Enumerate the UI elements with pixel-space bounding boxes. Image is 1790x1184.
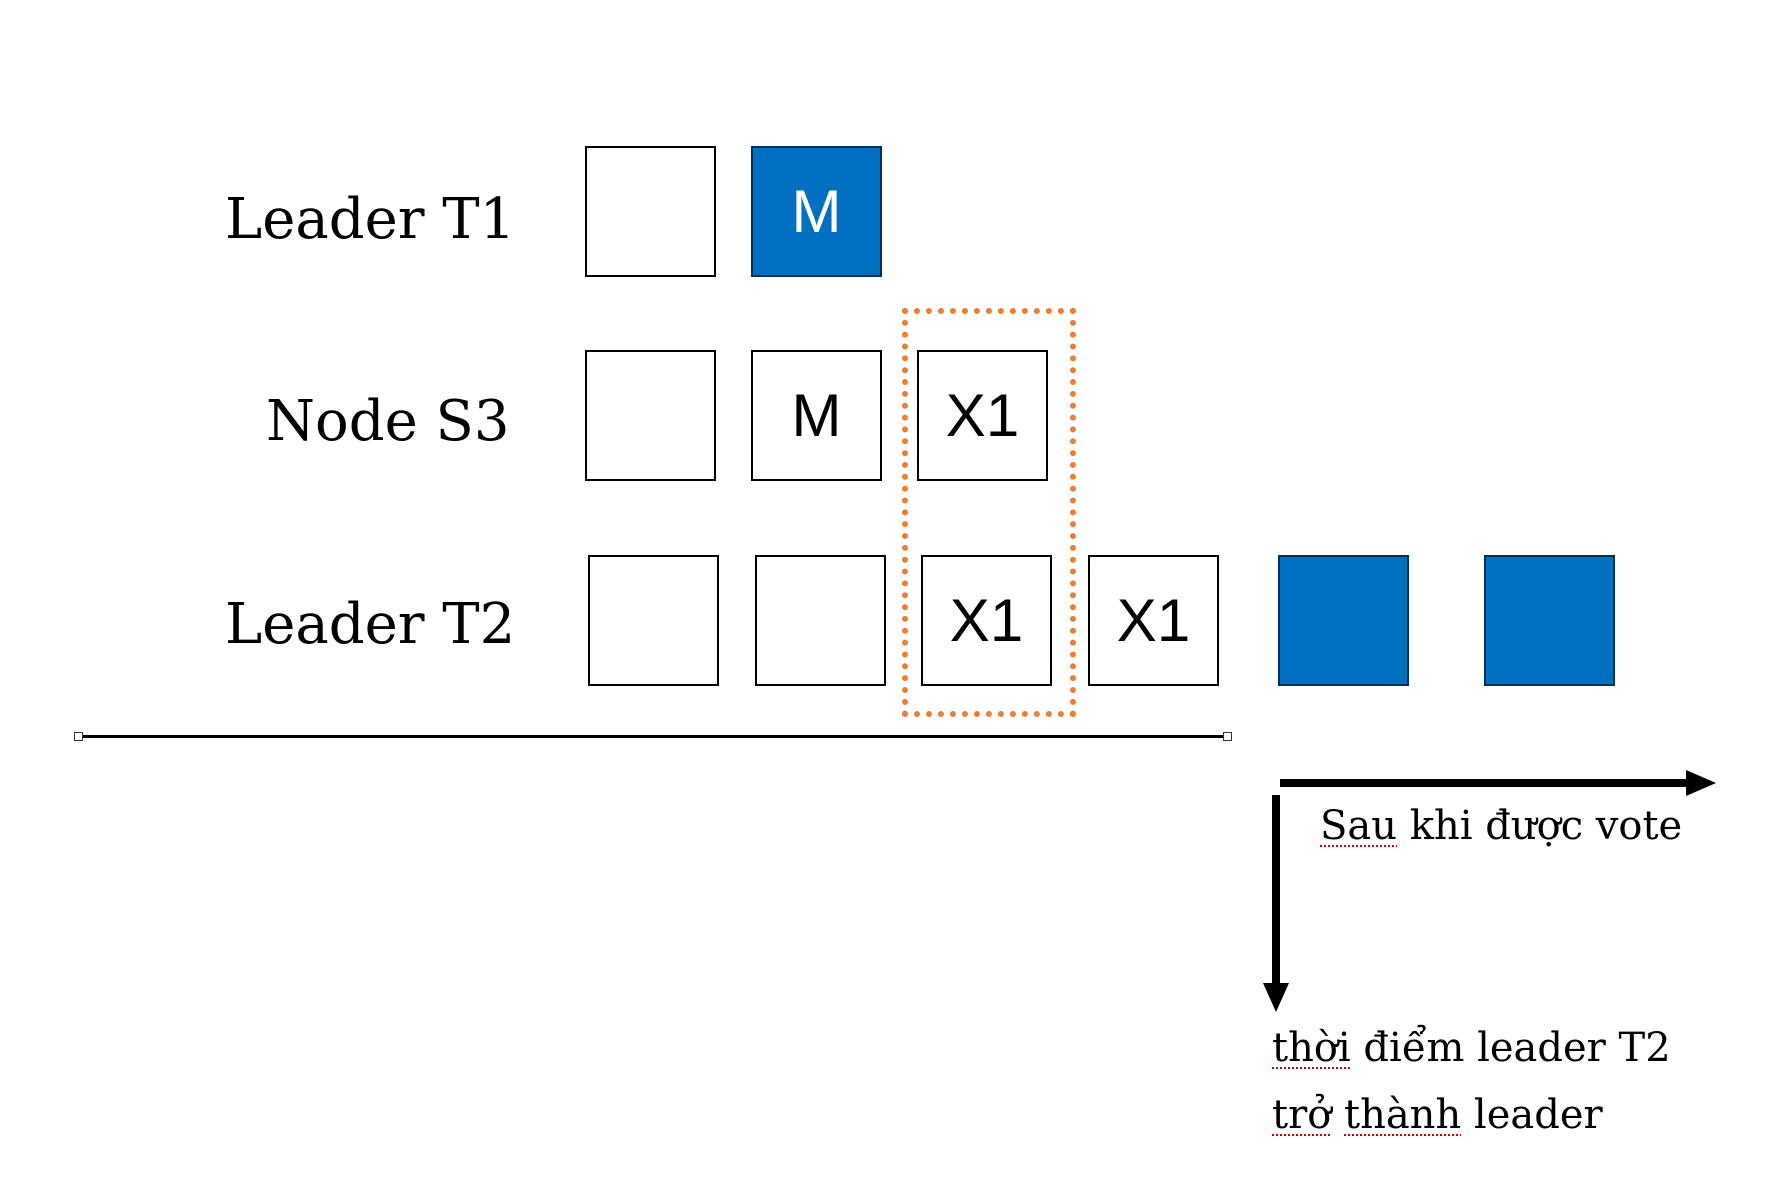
after-vote-rest: khi được vote xyxy=(1397,803,1683,849)
leader-moment-line2: trở thành leader xyxy=(1272,1095,1603,1135)
leader-moment-line2-mid xyxy=(1331,1092,1344,1138)
after-vote-label: Sau khi được vote xyxy=(1320,806,1682,846)
leader-moment-line1: thời điểm leader T2 xyxy=(1272,1028,1671,1068)
down-arrow-icon xyxy=(1263,795,1289,1012)
log-entry-text: M xyxy=(791,382,842,449)
after-vote-prefix: Sau xyxy=(1320,803,1398,849)
log-entry-cell xyxy=(585,350,716,481)
log-entry-cell xyxy=(1484,555,1615,686)
x1-highlight-box xyxy=(902,308,1076,717)
log-entry-cell: M xyxy=(751,146,882,277)
right-arrow-icon xyxy=(1280,770,1716,796)
log-entry-text: X1 xyxy=(945,382,1020,449)
log-entry-text: M xyxy=(791,178,842,245)
leader-moment-line2-thanh: thành xyxy=(1344,1092,1462,1138)
leader-moment-line1-rest: điểm leader T2 xyxy=(1350,1025,1671,1071)
log-entry-cell xyxy=(585,146,716,277)
log-entry-cell xyxy=(1278,555,1409,686)
log-entry-cell: M xyxy=(751,350,882,481)
row-label-leader-t2: Leader T2 xyxy=(225,592,516,657)
leader-moment-line2-prefix: trở xyxy=(1272,1092,1332,1138)
leader-moment-line2-rest: leader xyxy=(1461,1092,1603,1138)
log-entry-cell: X1 xyxy=(917,350,1048,481)
line-handle-right[interactable] xyxy=(1223,732,1232,741)
leader-moment-line1-prefix: thời xyxy=(1272,1025,1351,1071)
log-entry-cell xyxy=(588,555,719,686)
line-handle-left[interactable] xyxy=(74,732,83,741)
log-entry-cell: X1 xyxy=(921,555,1052,686)
row-label-node-s3: Node S3 xyxy=(266,389,510,454)
divider-line xyxy=(80,735,1228,738)
log-entry-cell: X1 xyxy=(1088,555,1219,686)
log-entry-text: X1 xyxy=(1116,587,1191,654)
log-entry-text: X1 xyxy=(949,587,1024,654)
row-label-leader-t1: Leader T1 xyxy=(225,187,516,252)
log-entry-cell xyxy=(755,555,886,686)
